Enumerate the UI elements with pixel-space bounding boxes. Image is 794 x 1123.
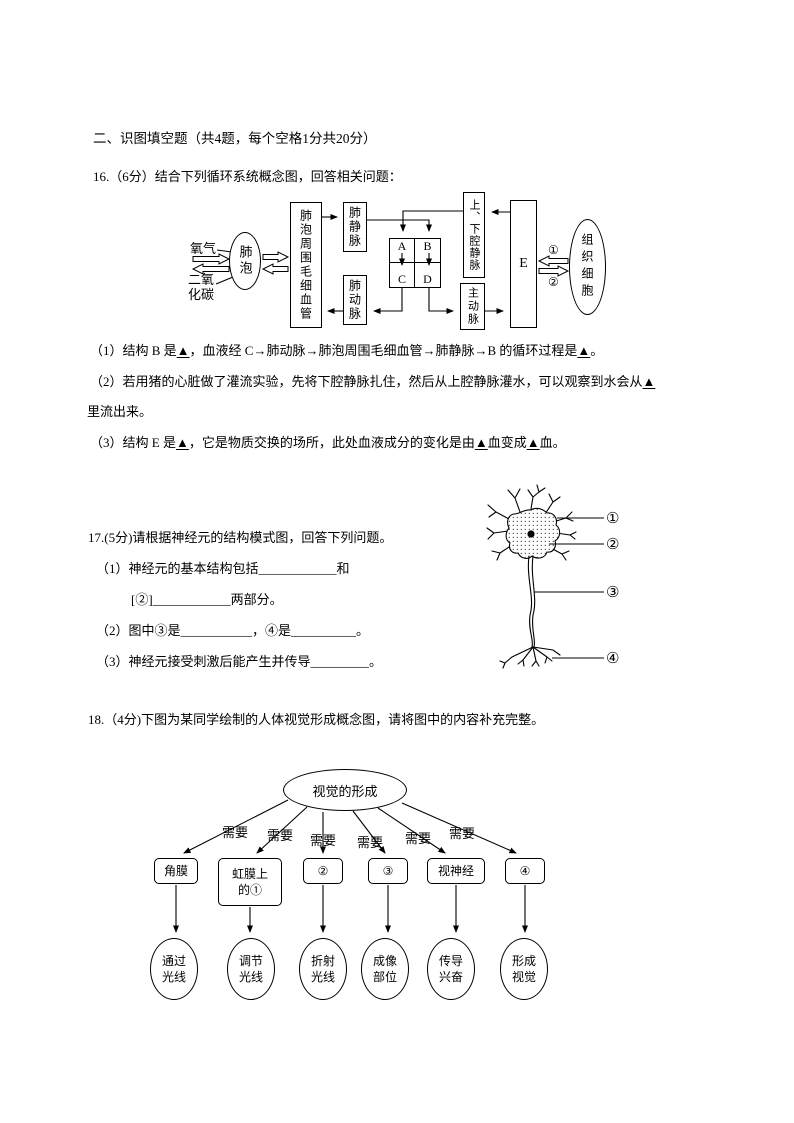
pulmonary-vein-label: 肺静脉	[347, 206, 362, 248]
heart-chamber-c: C	[390, 263, 415, 287]
vision-result-label: 折射	[310, 954, 335, 968]
heart-chamber-b: B	[415, 239, 440, 263]
need-label-1: 需要	[222, 825, 249, 840]
vision-result-pass-light: 通过 光线	[150, 938, 198, 1000]
q16-question-2-cont: 里流出来。	[87, 404, 153, 419]
q17-question-1a: （1）神经元的基本结构包括____________和	[96, 561, 350, 576]
vision-result-conduct-impulse: 传导 兴奋	[427, 938, 475, 1000]
tissue-cells-label: 组织细胞	[580, 233, 594, 301]
vision-result-refract-light: 折射 光线	[299, 938, 347, 1000]
q17-title: 17.(5分)请根据神经元的结构模式图，回答下列问题。	[88, 530, 393, 545]
q16-title: 16.（6分）结合下列循环系统概念图，回答相关问题：	[93, 169, 402, 184]
tissue-cells-node: 组织细胞	[569, 219, 606, 315]
vision-root-node: 视觉的形成	[283, 769, 407, 811]
vision-box-2: ②	[303, 858, 343, 884]
co2-label-line2: 化碳	[188, 287, 215, 302]
alveoli-node: 肺泡	[229, 232, 261, 290]
aorta-label: 主动脉	[466, 287, 479, 326]
section-header: 二、识图填空题（共4题，每个空格1分共20分）	[93, 131, 377, 146]
vision-box-label: 虹膜上	[231, 867, 268, 881]
heart-chamber-d: D	[423, 272, 432, 286]
neuron-label-1: ①	[606, 509, 620, 527]
vision-result-label: 视觉	[511, 970, 536, 984]
vision-box-cornea: 角膜	[154, 858, 198, 884]
vision-result-label: 光线	[161, 970, 186, 984]
aorta-node: 主动脉	[460, 283, 485, 330]
alveoli-label: 肺泡	[237, 245, 253, 277]
vision-result-label: 光线	[238, 970, 263, 984]
exchange-num-2: ②	[548, 275, 559, 289]
need-label-3: 需要	[310, 833, 337, 848]
vision-result-label: 部位	[372, 970, 397, 984]
pulmonary-vein-node: 肺静脉	[343, 202, 367, 252]
neuron-drawing	[486, 484, 577, 669]
vision-result-adjust-light: 调节 光线	[227, 938, 275, 1000]
e-node: E	[510, 200, 537, 328]
need-label-2: 需要	[267, 828, 294, 843]
vision-box-label: 的①	[237, 883, 262, 897]
neuron-label-3: ③	[606, 583, 620, 601]
vision-box-label: ③	[382, 864, 394, 878]
vision-box-3: ③	[368, 858, 408, 884]
need-label-6: 需要	[449, 826, 476, 841]
oxygen-label: 氧气	[190, 241, 217, 256]
vision-box-optic-nerve: 视神经	[427, 858, 485, 884]
heart-chamber-a: A	[390, 239, 415, 263]
vision-box-4: ④	[505, 858, 545, 884]
vena-cava-label: 上、下腔静脉	[468, 199, 480, 271]
vena-cava-node: 上、下腔静脉	[463, 192, 485, 278]
exchange-num-1: ①	[548, 243, 559, 257]
vision-result-label: 成像	[372, 954, 397, 968]
heart-chambers-grid: A B C D	[389, 238, 441, 288]
q16-question-2: （2）若用猪的心脏做了灌流实验，先将下腔静脉扎住，然后从上腔静脉灌水，可以观察到…	[90, 374, 656, 389]
alveolar-capillary-node: 肺泡周围毛细血管	[290, 202, 322, 328]
neuron-label-lines	[534, 517, 604, 659]
vision-box-label: 视神经	[437, 864, 474, 878]
q17-question-3: （3）神经元接受刺激后能产生并传导_________。	[96, 654, 383, 669]
q18-title: 18.（4分)下图为某同学绘制的人体视觉形成概念图，请将图中的内容补充完整。	[88, 712, 545, 727]
vision-result-label: 形成	[511, 954, 536, 968]
vision-result-label: 光线	[310, 970, 335, 984]
pulmonary-artery-label: 肺动脉	[347, 279, 362, 321]
q16-question-3: （3）结构 E 是▲，它是物质交换的场所，此处血液成分的变化是由▲血变成▲血。	[90, 435, 566, 450]
need-label-4: 需要	[357, 835, 384, 850]
vision-box-label: ④	[519, 864, 531, 878]
need-label-5: 需要	[405, 831, 432, 846]
vision-box-label: 角膜	[163, 864, 188, 878]
vision-box-iris: 虹膜上 的①	[218, 858, 282, 906]
vision-result-label: 传导	[438, 954, 463, 968]
vision-result-label: 通过	[161, 954, 186, 968]
alveolar-capillary-label: 肺泡周围毛细血管	[298, 209, 313, 321]
vision-result-imaging-site: 成像 部位	[361, 938, 409, 1000]
vision-result-label: 调节	[238, 954, 263, 968]
q16-question-1: （1）结构 B 是▲，血液经 C→肺动脉→肺泡周围毛细血管→肺静脉→B 的循环过…	[90, 343, 604, 358]
pulmonary-artery-node: 肺动脉	[343, 275, 367, 325]
vision-box-label: ②	[317, 864, 329, 878]
neuron-label-4: ④	[606, 649, 620, 667]
neuron-label-2: ②	[606, 535, 620, 553]
vision-result-label: 兴奋	[438, 970, 463, 984]
q17-question-2: （2）图中③是___________，④是__________。	[96, 623, 370, 638]
q17-question-1b: [②]____________两部分。	[131, 592, 283, 607]
vision-result-form-vision: 形成 视觉	[500, 938, 548, 1000]
co2-label-line1: 二氧	[188, 272, 215, 287]
